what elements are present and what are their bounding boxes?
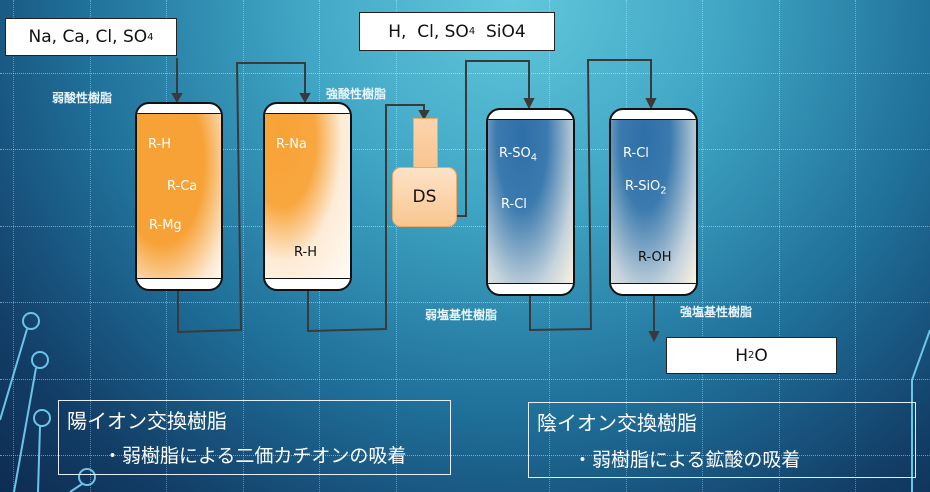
- resin-species: R-OH: [638, 250, 672, 265]
- ds-vessel: DS: [392, 167, 457, 227]
- grid-line: [855, 0, 857, 492]
- ds-label: DS: [412, 187, 437, 207]
- label-weak-acid: 弱酸性樹脂: [52, 91, 113, 105]
- grid-line: [0, 455, 930, 457]
- ions-text: SiO4: [475, 21, 526, 42]
- grid-line: [0, 379, 930, 381]
- resin-species: R-Cl: [623, 146, 649, 161]
- anion-note: 陰イオン交換樹脂 ・弱樹脂による鉱酸の吸着: [528, 402, 916, 478]
- resin-species: R-Na: [276, 137, 307, 152]
- grid-line: [396, 0, 398, 492]
- resin-species: R-SiO2: [625, 179, 667, 197]
- column-weak-base: R-SO4 R-Cl: [486, 108, 575, 296]
- resin-species: R-SO4: [499, 146, 538, 164]
- grid-line: [13, 0, 15, 492]
- subscript: 4: [468, 26, 476, 37]
- subscript: 2: [748, 350, 755, 361]
- grid-line: [0, 226, 930, 228]
- label-strong-base: 強塩基性樹脂: [680, 305, 753, 319]
- output-text: H: [735, 345, 749, 366]
- label-strong-acid: 強酸性樹脂: [326, 87, 387, 101]
- grid-line: [0, 302, 930, 304]
- resin-species: R-H: [294, 245, 317, 260]
- column-strong-acid: R-Na R-H: [263, 102, 352, 291]
- grid-line: [702, 0, 704, 492]
- note-title: 陽イオン交換樹脂: [67, 409, 227, 433]
- note-text: ・弱樹脂による二価カチオンの吸着: [103, 445, 407, 467]
- grid-line: [779, 0, 781, 492]
- resin-species: R-Ca: [167, 179, 198, 194]
- note-title: 陰イオン交換樹脂: [537, 411, 697, 435]
- ds-neck: [413, 118, 438, 170]
- grid-line: [90, 0, 92, 492]
- resin-species: R-Cl: [501, 197, 527, 212]
- column-weak-acid: R-H R-Ca R-Mg: [135, 102, 223, 291]
- resin-species: R-Mg: [149, 218, 182, 233]
- cation-note: 陽イオン交換樹脂 ・弱樹脂による二価カチオンの吸着: [58, 400, 451, 475]
- resin-species: R-H: [148, 137, 171, 152]
- output-text: O: [754, 345, 768, 366]
- column-strong-base: R-Cl R-SiO2 R-OH: [609, 108, 698, 296]
- ions-text: H, Cl, SO: [388, 21, 469, 42]
- feed-ions-text: Na, Ca, Cl, SO: [28, 27, 148, 47]
- subscript: 4: [147, 31, 154, 43]
- label-weak-base: 弱塩基性樹脂: [425, 308, 498, 322]
- grid-line: [243, 0, 245, 492]
- note-text: ・弱樹脂による鉱酸の吸着: [573, 449, 801, 471]
